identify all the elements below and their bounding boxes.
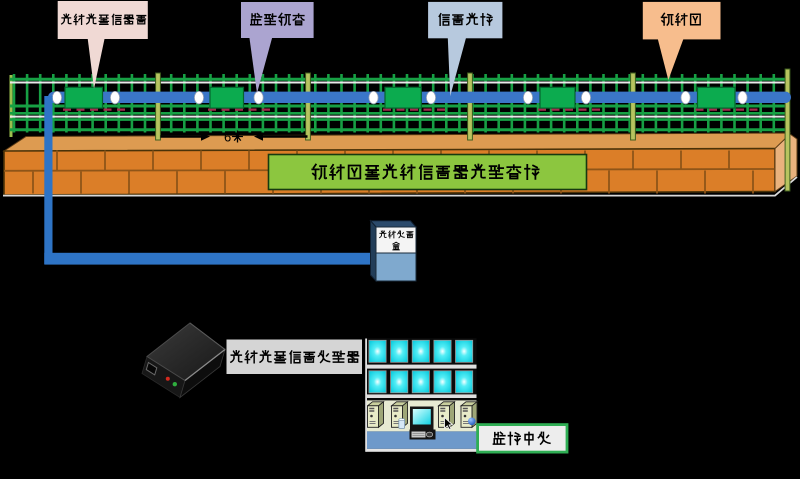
svg-text:6: 6 [224, 130, 231, 145]
